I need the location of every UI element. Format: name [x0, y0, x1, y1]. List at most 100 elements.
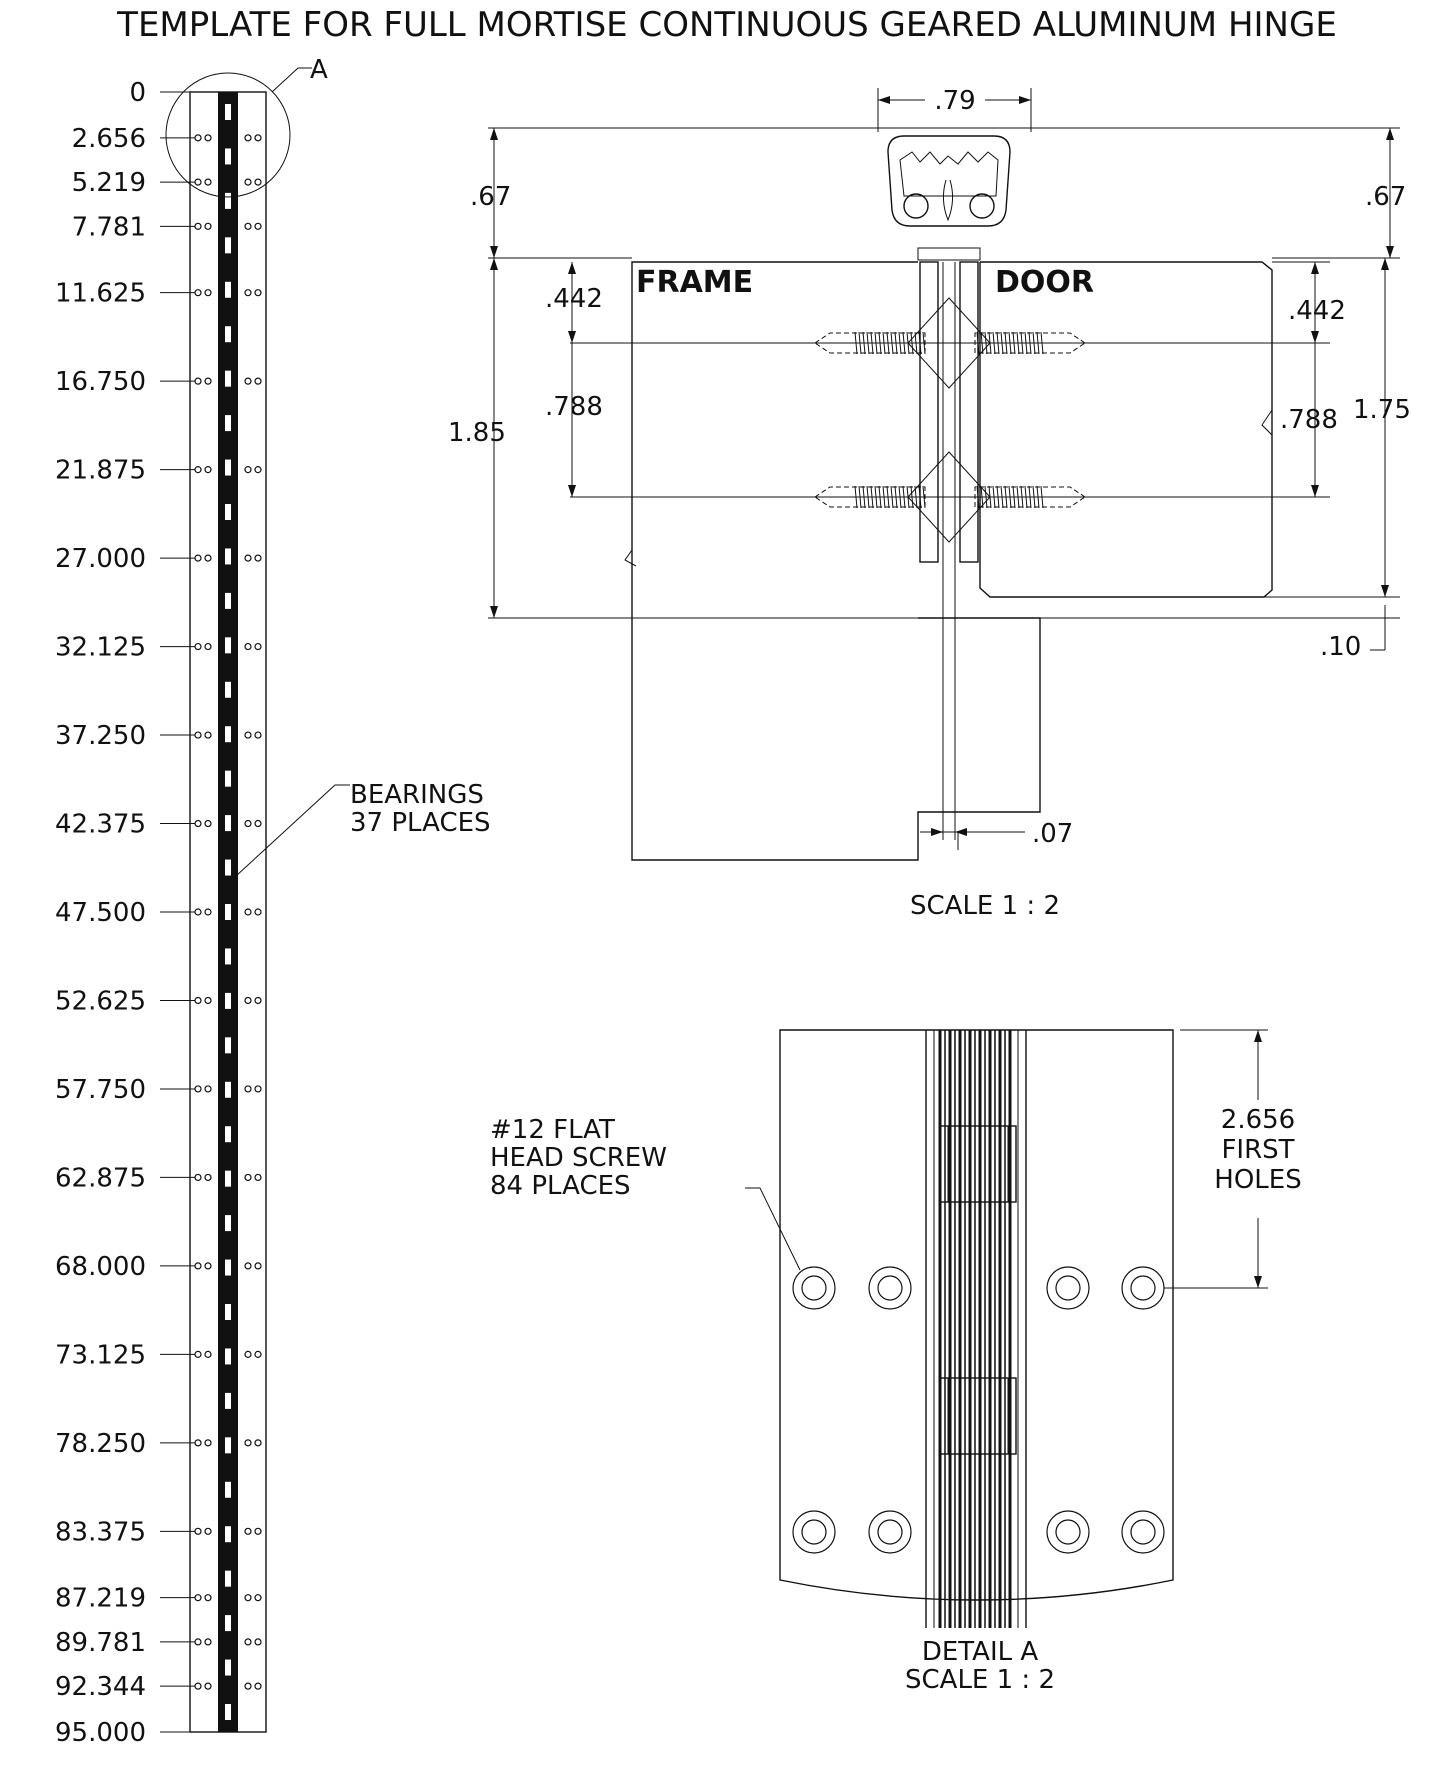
bearing-mark [225, 726, 231, 743]
screw-hole-dot [244, 289, 252, 297]
screw-hole-dot [254, 377, 262, 385]
bearing-mark [225, 904, 231, 920]
screw-label-line2: HEAD SCREW [490, 1143, 667, 1173]
screw-label-line3: 84 PLACES [490, 1171, 631, 1201]
screw-hole-dot [204, 1439, 212, 1447]
screw-hole-dot [244, 1594, 252, 1602]
first-holes-line1: 2.656 [1221, 1105, 1295, 1135]
frame-leaf [919, 261, 939, 563]
screw-hole-dot [254, 1682, 262, 1690]
bearing-mark [225, 1570, 231, 1587]
bearing-mark [225, 859, 231, 876]
detail-bearing-upper [939, 1125, 1017, 1203]
bearing-mark [225, 1081, 231, 1098]
bearing-mark [225, 1170, 231, 1187]
screw-hole-dot [204, 1173, 212, 1182]
dim-442-left-arrow-bottom [568, 331, 576, 343]
dim-007-label: .07 [1032, 819, 1073, 849]
screw-label-line1: #12 FLAT [490, 1115, 615, 1145]
dim-788-left-label: .788 [545, 392, 603, 422]
station-label: 27.000 [55, 544, 146, 574]
dim-442-left-label: .442 [545, 284, 603, 314]
screw-hole-dot [194, 1594, 202, 1602]
first-holes-arrow-bottom [1254, 1276, 1262, 1288]
door-leaf [959, 261, 979, 563]
screw-hole-dot [204, 1262, 212, 1270]
screw-hole-dot [254, 1262, 262, 1270]
dim-175-label: 1.75 [1353, 395, 1411, 425]
bearing-mark [225, 1481, 231, 1498]
screw-hole-dot [194, 466, 202, 474]
screw-hole-dot [204, 642, 212, 651]
detail-bearing-lower [939, 1377, 1017, 1455]
section-scale-label: SCALE 1 : 2 [910, 891, 1060, 921]
dim-67-right-arrow-bottom [1386, 246, 1394, 258]
screw-hole-dot [244, 908, 252, 916]
bearing-mark [225, 1659, 231, 1676]
screw-hole-dot [204, 1594, 212, 1602]
detail-a-callout-circle [165, 72, 291, 198]
screw-hole-dot [244, 178, 252, 186]
dim-788-left-arrow-bottom [568, 485, 576, 497]
screw-hole-dot [244, 377, 252, 385]
screw-label-leader [745, 1187, 801, 1271]
screw-hole-dot [194, 1439, 202, 1447]
lower-screw-head [907, 451, 991, 543]
station-label: 87.219 [55, 1584, 146, 1614]
bearing-mark [225, 948, 231, 965]
station-label: 16.750 [55, 367, 146, 397]
station-label: 2.656 [72, 124, 146, 154]
screw-hole-6-inner [877, 1519, 903, 1545]
station-label: 21.875 [55, 456, 146, 486]
screw-hole-dot [244, 1638, 252, 1646]
dim-67-right-arrow-top [1386, 128, 1394, 140]
screw-hole-1-inner [801, 1275, 827, 1301]
screw-hole-dot [254, 289, 262, 297]
screw-hole-dot [244, 819, 252, 828]
dim-185-arrow-top [490, 258, 498, 270]
screw-hole-dot [204, 1682, 212, 1690]
screw-hole-dot [254, 466, 262, 474]
dim-185-label: 1.85 [448, 418, 506, 448]
station-label: 37.250 [55, 721, 146, 751]
screw-hole-dot [254, 1638, 262, 1646]
station-leader-lines [160, 91, 195, 1733]
bearing-mark [225, 681, 231, 698]
screw-hole-dot [204, 908, 212, 916]
gear-pin-left [903, 193, 929, 219]
bearing-mark [225, 1259, 231, 1276]
bearing-mark [225, 148, 231, 165]
dim-007-arrow-right [955, 828, 967, 836]
dim-79-arrow-left [878, 96, 890, 104]
dim-175-arrow-top [1381, 258, 1389, 270]
bearing-mark [225, 415, 231, 432]
screw-hole-dot [204, 731, 212, 739]
bearing-mark [225, 548, 231, 565]
station-label: 0 [129, 78, 146, 108]
screw-hole-dot [204, 377, 212, 385]
dim-788-right-label: .788 [1280, 405, 1338, 435]
dim-79-arrow-right [1019, 96, 1031, 104]
bearing-mark [225, 370, 231, 387]
screw-hole-dot [244, 1085, 252, 1093]
bearing-mark [225, 992, 231, 1009]
screw-hole-dot [204, 819, 212, 828]
screw-hole-dot [254, 908, 262, 916]
screw-hole-dot [204, 289, 212, 297]
bearing-mark [225, 1704, 231, 1720]
station-label: 57.750 [55, 1075, 146, 1105]
bearing-mark [225, 1126, 231, 1143]
screw-hole-dot [194, 642, 202, 651]
screw-hole-dot [254, 642, 262, 651]
bearings-label-line1: BEARINGS [350, 780, 484, 810]
screw-hole-dot [254, 1350, 262, 1358]
screw-hole-dot [194, 1173, 202, 1182]
dim-79-label: .79 [934, 86, 975, 116]
screw-hole-dot [194, 1682, 202, 1690]
station-label: 68.000 [55, 1252, 146, 1282]
bearing-mark [225, 637, 231, 654]
screw-hole-dot [194, 1350, 202, 1358]
screw-hole-dot [244, 222, 252, 230]
screw-hole-3-inner [1055, 1275, 1081, 1301]
